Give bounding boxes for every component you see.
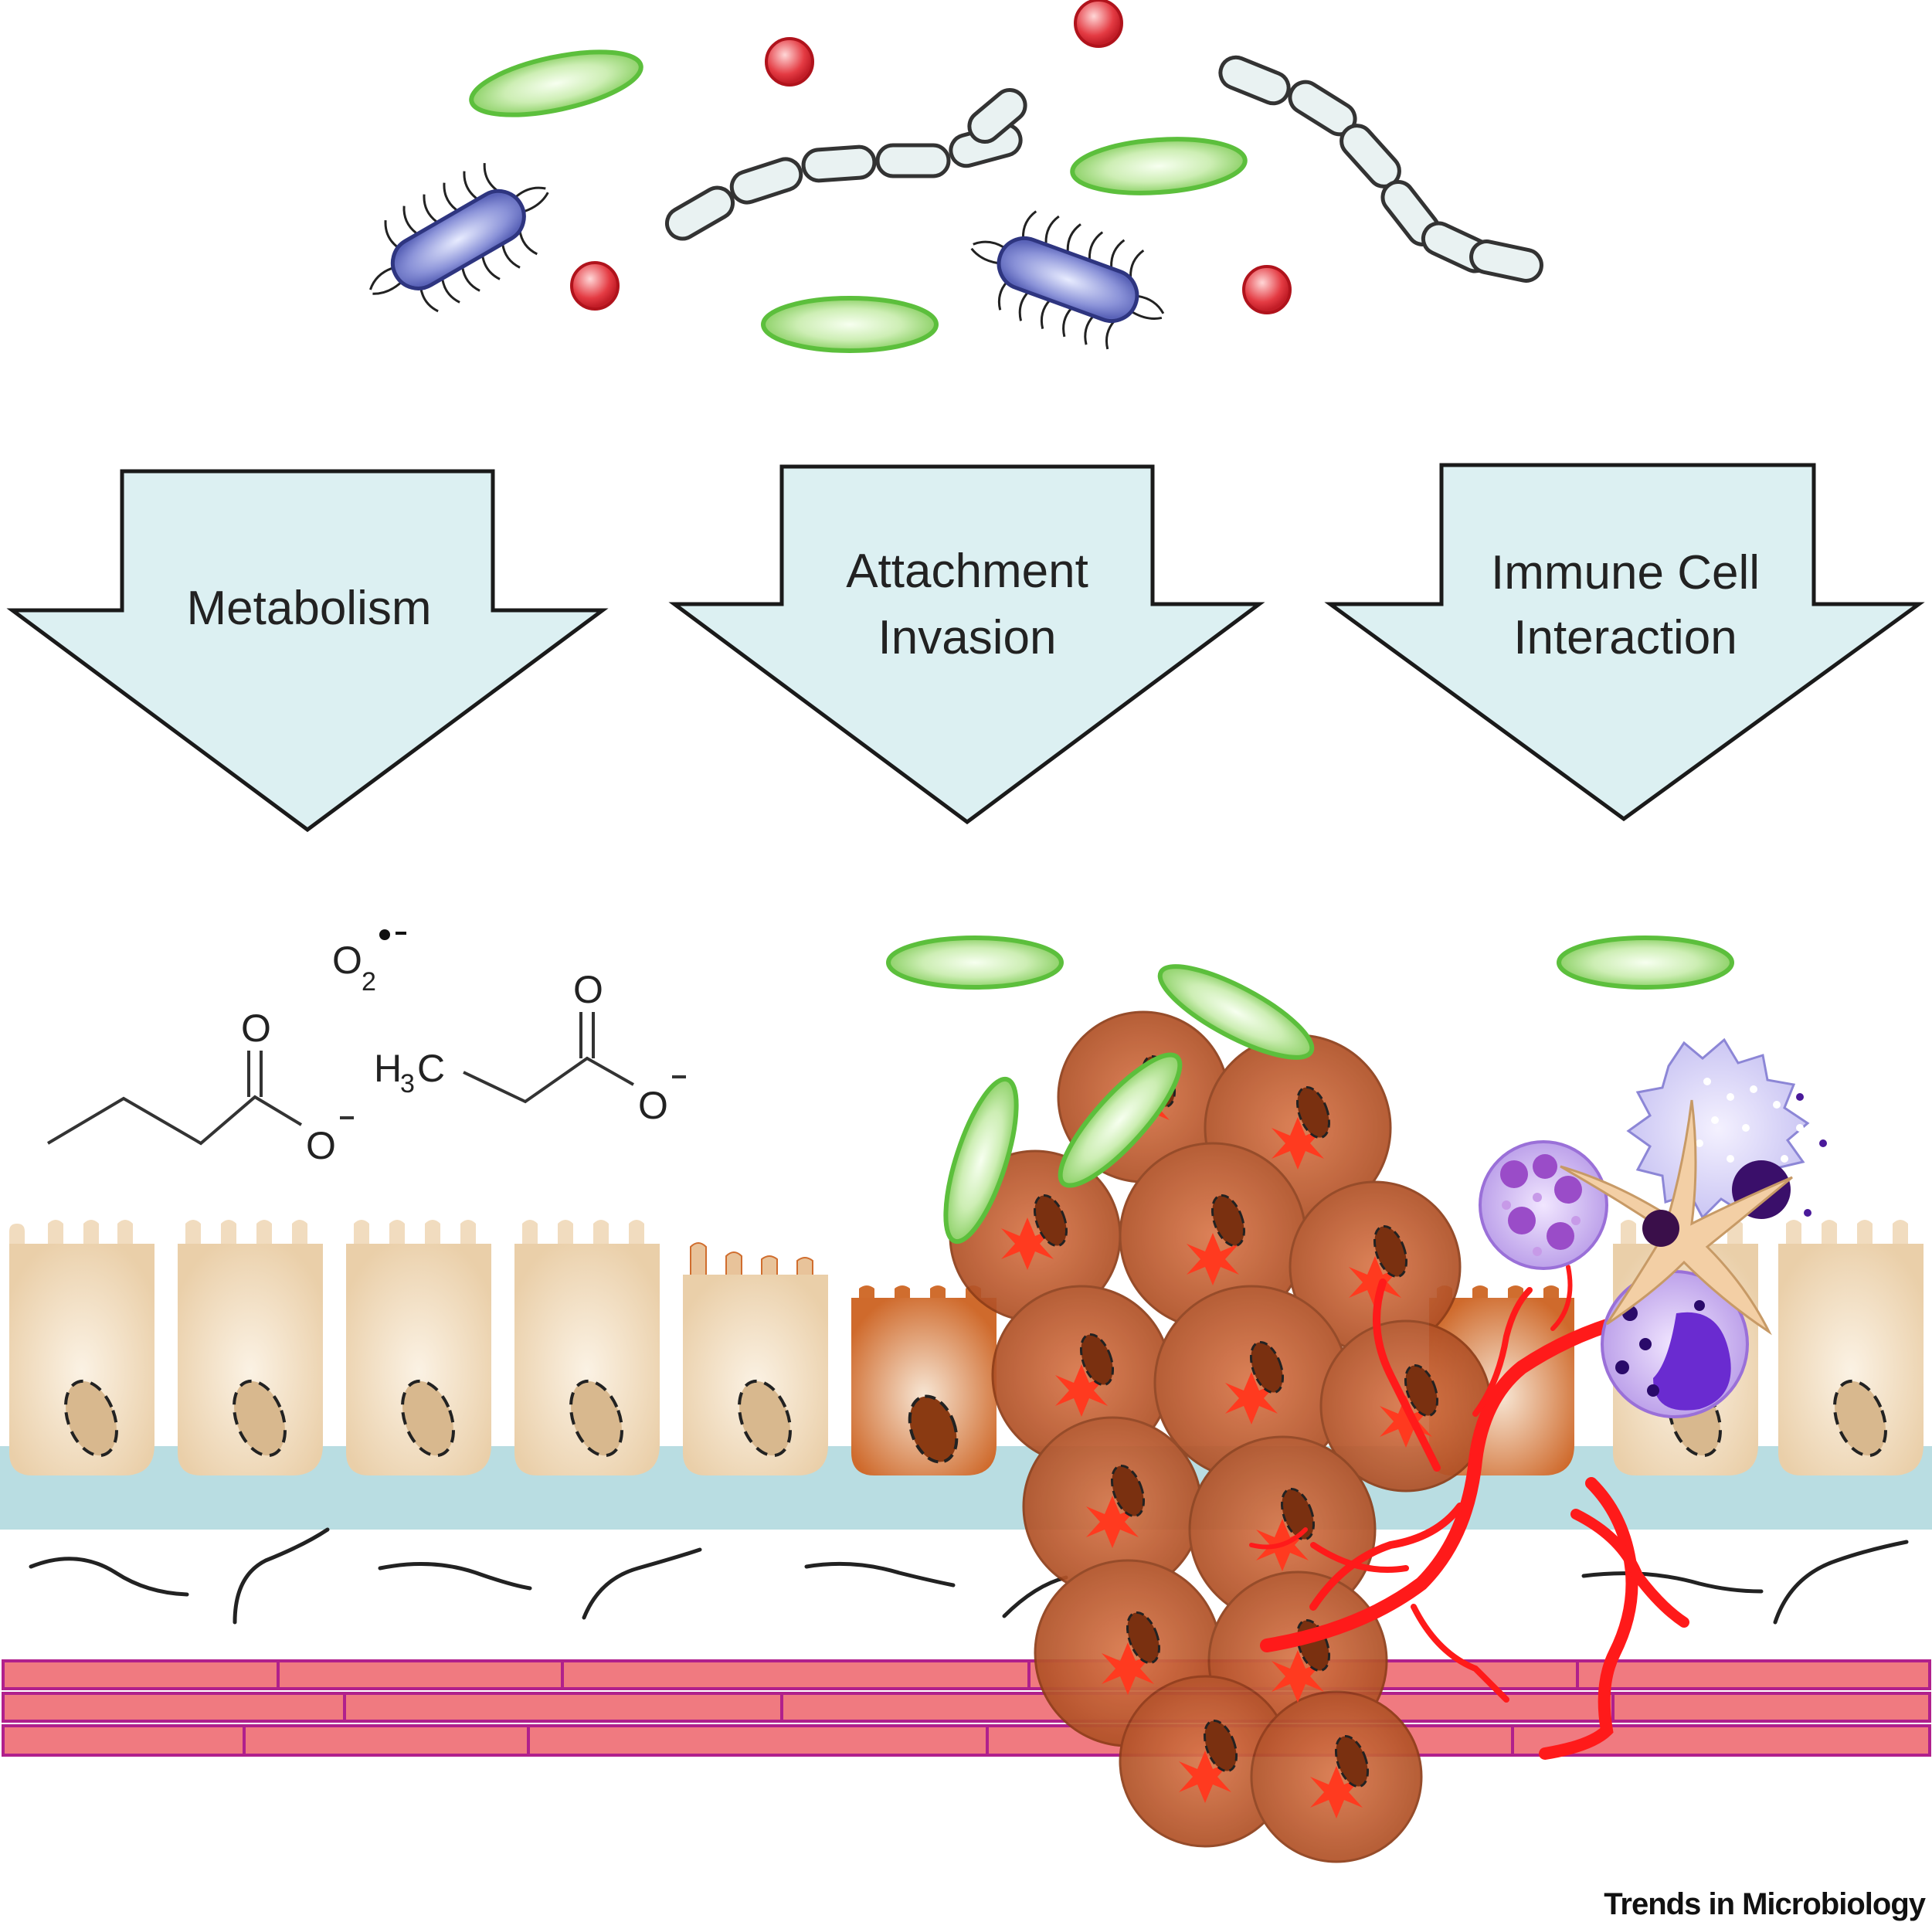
arrow-label-interaction: Interaction <box>1513 611 1737 664</box>
arrow-label-invasion: Invasion <box>878 611 1057 664</box>
propionate-h: H <box>374 1047 402 1090</box>
tissue <box>0 936 1932 1863</box>
chain-bacterium <box>664 88 1027 241</box>
dendritic-cell <box>1560 1099 1793 1336</box>
process-arrows: Metabolism Attachment Invasion Immune Ce… <box>6 463 1925 833</box>
epithelial-cells-normal <box>9 1220 1924 1475</box>
epithelial-cell <box>346 1220 491 1475</box>
green-rod-bacterium <box>761 296 939 353</box>
green-rod-bacterium <box>943 1076 1019 1245</box>
immune-cells <box>1479 1037 1827 1418</box>
green-rod-bacterium <box>1058 1052 1183 1188</box>
propionate-oxygen-top: O <box>573 968 603 1011</box>
red-coccus <box>1074 0 1123 48</box>
red-coccus <box>765 37 814 87</box>
green-rod-bacterium <box>1157 964 1315 1060</box>
connective-fibers <box>29 1527 1909 1625</box>
red-coccus <box>1242 265 1292 314</box>
arrow-immune-cell-interaction: Immune Cell Interaction <box>1324 463 1925 822</box>
journal-credit: Trends in Microbiology <box>1604 1887 1927 1921</box>
green-rod-bacterium <box>886 936 1064 990</box>
epithelial-cell <box>514 1220 660 1475</box>
macrophage <box>1601 1270 1749 1418</box>
propionate-oxygen-anion: O <box>638 1084 668 1127</box>
green-rod-bacterium <box>469 49 643 117</box>
butyrate-oxygen-top: O <box>241 1007 271 1050</box>
flagellated-bacterium <box>368 163 549 313</box>
muscle-layer <box>2 1659 1931 1757</box>
green-rod-bacterium <box>1070 137 1248 195</box>
epithelial-cell <box>178 1220 323 1475</box>
mast-cell <box>1626 1037 1827 1220</box>
epithelial-cell-transforming <box>683 1242 828 1475</box>
propionate-h-sub: 3 <box>400 1069 415 1099</box>
superoxide: O 2 <box>332 929 406 997</box>
butyrate: O O <box>46 1007 354 1167</box>
epithelial-cell <box>1778 1220 1924 1475</box>
arrow-label-attachment: Attachment <box>846 545 1088 598</box>
green-rod-bacterium <box>1557 936 1734 990</box>
propionate: H 3 C O O <box>374 968 686 1127</box>
blood-vessels <box>1249 1265 1714 1760</box>
butyrate-oxygen-anion: O <box>306 1124 336 1167</box>
metabolites: O 2 O O H 3 C O O <box>46 929 686 1167</box>
arrow-label-immune-cell: Immune Cell <box>1491 546 1760 599</box>
arrow-label-metabolism: Metabolism <box>187 582 432 635</box>
tumor-mass <box>949 1010 1492 1863</box>
superoxide-o: O <box>332 939 362 982</box>
propionate-c: C <box>417 1047 445 1090</box>
microbes-invading <box>886 936 1734 1245</box>
epithelial-cell <box>9 1220 154 1475</box>
superoxide-subscript: 2 <box>362 967 376 997</box>
flagellated-bacterium <box>970 210 1165 350</box>
microbes-top <box>368 0 1543 353</box>
arrow-attachment-invasion: Attachment Invasion <box>668 464 1265 825</box>
chain-bacterium <box>1218 55 1543 283</box>
arrow-metabolism: Metabolism <box>6 469 609 833</box>
red-coccus <box>570 261 620 311</box>
epithelial-cell-dysplastic <box>851 1285 997 1475</box>
neutrophil <box>1479 1140 1608 1270</box>
